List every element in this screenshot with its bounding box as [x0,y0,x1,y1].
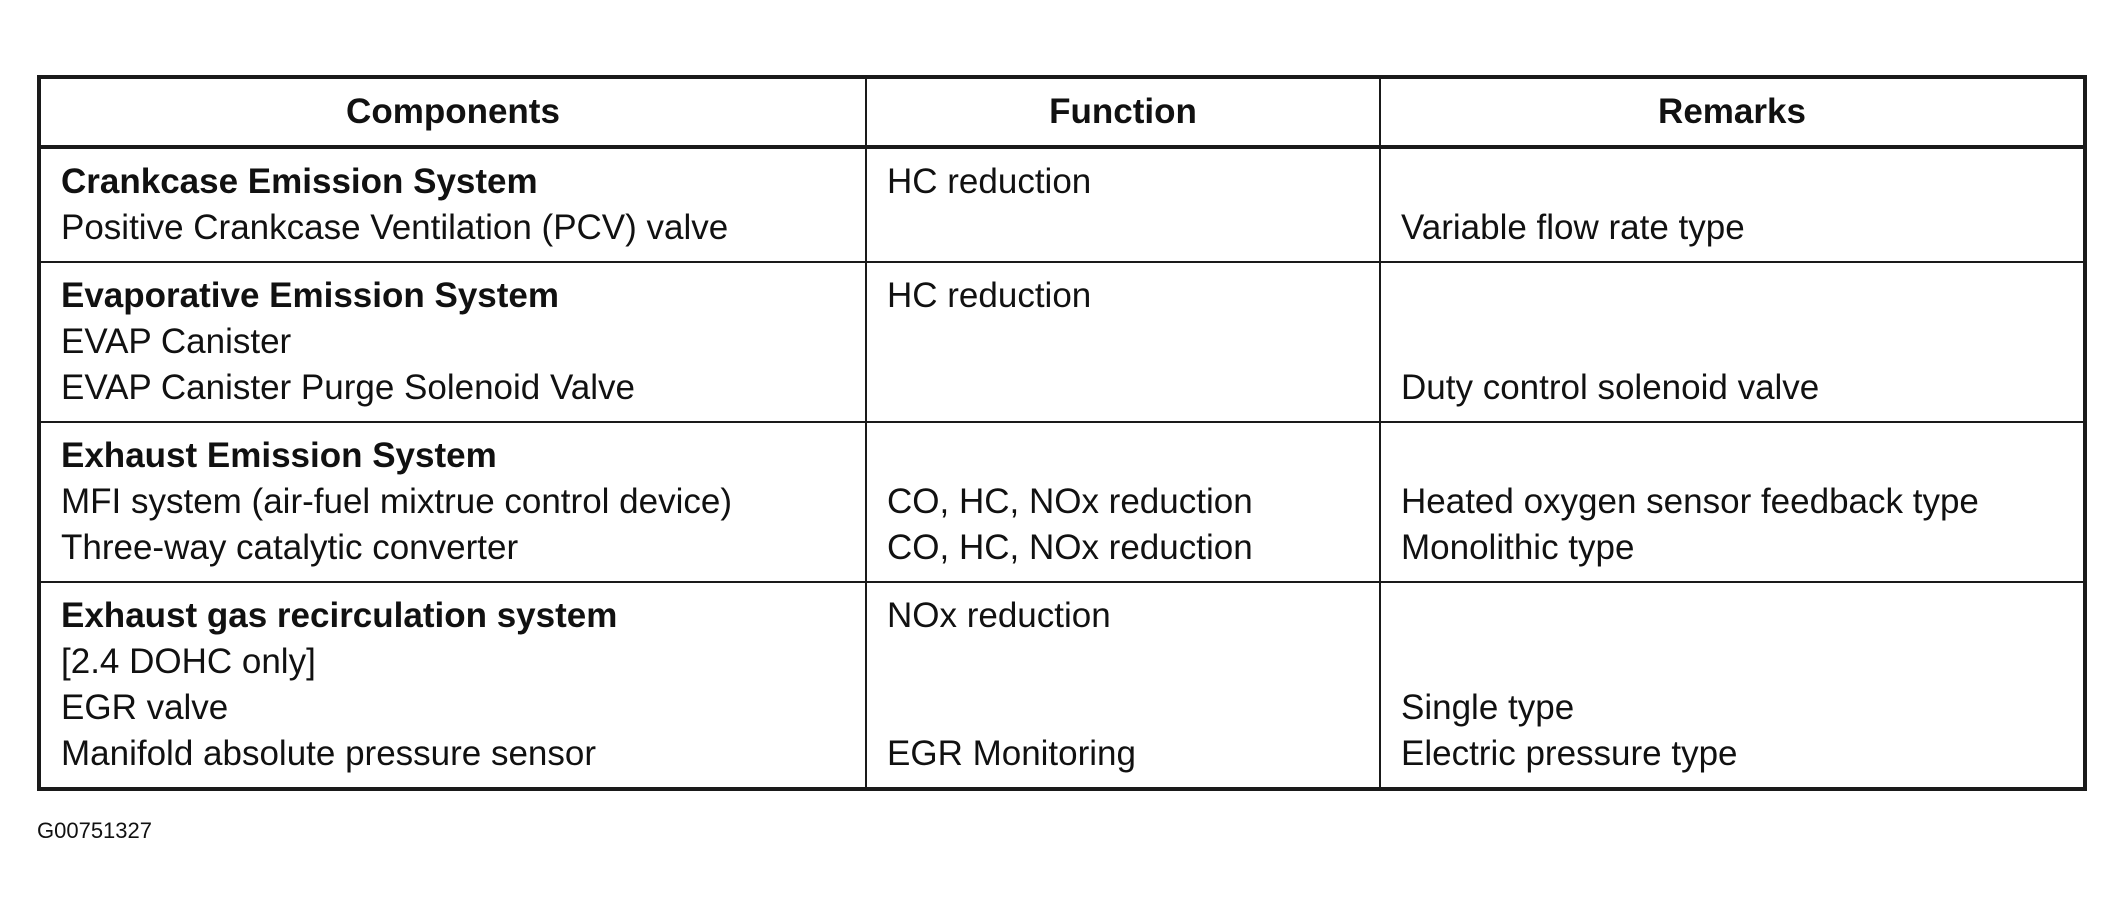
components-cell: Crankcase Emission System Positive Crank… [38,146,867,263]
remark-item [1401,639,2063,685]
function-item [887,685,1359,731]
component-item: Manifold absolute pressure sensor [61,734,597,773]
remark-item [1401,433,2063,479]
remark-item [1401,159,2063,205]
remark-item: Heated oxygen sensor feedback type [1401,482,1979,521]
component-item: EVAP Canister [61,322,292,361]
remark-item [1401,593,2063,639]
remark-item: Single type [1401,688,1575,727]
components-cell: Exhaust gas recirculation system [2.4 DO… [38,581,867,790]
function-cell: CO, HC, NOx reduction CO, HC, NOx reduct… [865,421,1381,583]
function-item: EGR Monitoring [887,734,1136,773]
table-row: Crankcase Emission System Positive Crank… [38,146,2086,263]
component-item: EVAP Canister Purge Solenoid Valve [61,368,635,407]
remarks-cell: Heated oxygen sensor feedback type Monol… [1379,421,2086,583]
function-cell: HC reduction [865,261,1381,423]
system-title: Crankcase Emission System [61,162,538,201]
remark-item: Monolithic type [1401,528,1635,567]
function-item: CO, HC, NOx reduction [887,528,1253,567]
function-item: NOx reduction [887,596,1111,635]
function-item: HC reduction [887,276,1092,315]
component-item: Positive Crankcase Ventilation (PCV) val… [61,208,729,247]
remark-item: Variable flow rate type [1401,208,1745,247]
remark-item [1401,319,2063,365]
function-item [887,319,1359,365]
remarks-cell: Single type Electric pressure type [1379,581,2086,790]
emission-control-table: Components Function Remarks Crankcase Em… [37,75,2087,791]
function-item [887,365,1359,411]
system-title: Exhaust gas recirculation system [61,596,618,635]
component-item: MFI system (air-fuel mixtrue control dev… [61,482,732,521]
component-item: Three-way catalytic converter [61,528,519,567]
function-item: HC reduction [887,162,1092,201]
header-function: Function [865,76,1381,148]
remarks-cell: Duty control solenoid valve [1379,261,2086,423]
function-item [887,639,1359,685]
function-item: CO, HC, NOx reduction [887,482,1253,521]
remark-item [1401,273,2063,319]
figure-id: G00751327 [37,818,152,843]
header-components: Components [38,76,867,148]
table-row: Exhaust gas recirculation system [2.4 DO… [38,581,2086,790]
function-item [887,433,1359,479]
system-title: Exhaust Emission System [61,436,497,475]
remarks-cell: Variable flow rate type [1379,146,2086,263]
components-cell: Evaporative Emission System EVAP Caniste… [38,261,867,423]
function-cell: HC reduction [865,146,1381,263]
function-item [887,205,1359,251]
table-row: Exhaust Emission System MFI system (air-… [38,421,2086,583]
system-title: Evaporative Emission System [61,276,559,315]
function-cell: NOx reduction EGR Monitoring [865,581,1381,790]
remark-item: Electric pressure type [1401,734,1738,773]
component-item: [2.4 DOHC only] [61,642,316,681]
table-row: Evaporative Emission System EVAP Caniste… [38,261,2086,423]
header-row: Components Function Remarks [38,76,2086,148]
remark-item: Duty control solenoid valve [1401,368,1820,407]
components-cell: Exhaust Emission System MFI system (air-… [38,421,867,583]
component-item: EGR valve [61,688,229,727]
header-remarks: Remarks [1379,76,2086,148]
